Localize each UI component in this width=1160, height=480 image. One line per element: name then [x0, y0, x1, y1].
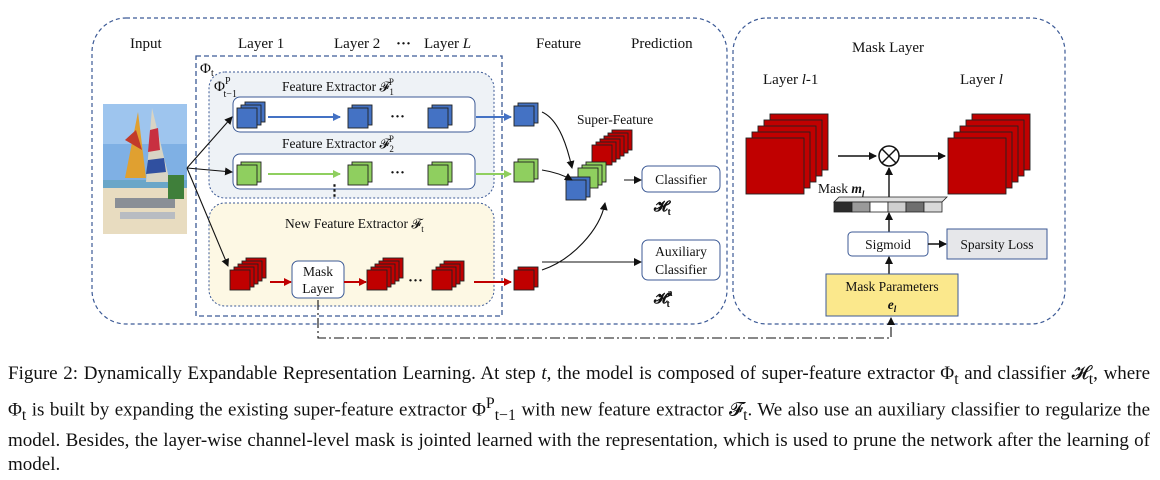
extractor1-map-layerL [427, 104, 453, 129]
feature-map [513, 161, 535, 183]
new-extractor-panel [208, 202, 495, 307]
figure-diagram: Input Layer 1 Layer 2 ··· Layer L Featur… [91, 17, 1066, 339]
feature-output-green [513, 158, 539, 183]
mask-cell [887, 201, 907, 213]
mask-cell [833, 201, 853, 213]
new-extractor-map-layerL [431, 260, 465, 291]
new-extractor-map-layer1 [229, 257, 267, 291]
sigmoid-label: Sigmoid [865, 237, 911, 252]
header-layer1: Layer 1 [238, 36, 284, 52]
super-arrow-red [541, 202, 608, 271]
mask-cell [851, 201, 871, 213]
aux-classifier-box [641, 239, 721, 281]
input-arrow-1 [186, 116, 233, 169]
mask-cell [869, 201, 889, 213]
classifier-symbol: 𝓗t [653, 199, 672, 218]
feature-map [513, 269, 535, 291]
aux-classifier-line2: Classifier [655, 262, 707, 277]
super-feature-stack [565, 129, 633, 201]
multiply-icon [878, 145, 900, 167]
phi-t-label: Φt [200, 61, 214, 79]
feature-map [565, 179, 587, 201]
super-arrow-blue [541, 111, 575, 169]
mask-vector-top [833, 196, 948, 203]
header-layerL: Layer L [424, 36, 471, 52]
feature-map [229, 269, 251, 291]
new-dots: ··· [408, 273, 423, 289]
input-image [103, 104, 187, 234]
header-input: Input [130, 36, 162, 52]
feature-output-red [513, 266, 539, 291]
feature-map [366, 269, 388, 291]
mask-params-line1: Mask Parameters [845, 279, 938, 294]
mask-input-feature-maps [745, 113, 829, 195]
new-extractor-map-layer2 [366, 257, 404, 291]
feature-map [347, 107, 369, 129]
mask-panel [732, 17, 1066, 325]
mask-panel-title: Mask Layer [852, 40, 924, 56]
header-dots: ··· [396, 36, 411, 52]
feature-map [236, 107, 258, 129]
extractor2-map-layerL [427, 161, 453, 186]
mask-layer-box [291, 260, 345, 299]
feature-map [427, 107, 449, 129]
mask-cell [923, 201, 943, 213]
mask-link-line [317, 300, 895, 339]
phi-t-box [195, 55, 503, 317]
extractor2-map-layer1 [236, 161, 262, 186]
input-arrow-2 [186, 167, 233, 176]
feature-output-blue [513, 102, 539, 127]
header-layer2: Layer 2 [334, 36, 380, 52]
extractor2-map-layer2 [347, 161, 373, 186]
new-extractor-label: New Feature Extractor 𝓕t [285, 216, 424, 234]
extractor1-map-layer2 [347, 104, 373, 129]
input-arrow-3 [186, 167, 229, 267]
extractor1-dots: ··· [390, 109, 405, 125]
mask-layer-line2: Layer [302, 281, 334, 296]
extractor2-dots: ··· [390, 165, 405, 181]
classifier-label: Classifier [655, 172, 707, 187]
extractor2-label: Feature Extractor 𝓕2P [282, 134, 394, 154]
mask-layer-prev: Layer l-1 [763, 72, 818, 88]
mask-cell [905, 201, 925, 213]
feature-map [513, 105, 535, 127]
feature-map [745, 137, 805, 195]
header-prediction: Prediction [631, 36, 693, 52]
mask-vector-label: Mask ml [818, 181, 865, 199]
feature-map [347, 164, 369, 186]
mask-vector [833, 196, 948, 213]
mask-output-feature-maps [947, 113, 1031, 195]
feature-map [947, 137, 1007, 195]
feature-map [427, 164, 449, 186]
classifier-box [641, 165, 721, 193]
feature-map [236, 164, 258, 186]
header-feature: Feature [536, 36, 581, 52]
mask-params-line2: el [888, 297, 897, 314]
extractor1-label: Feature Extractor 𝓕1P [282, 77, 394, 97]
sparsity-loss-box [946, 228, 1048, 260]
mask-layer-line1: Mask [303, 264, 333, 279]
figure-caption: Figure 2: Dynamically Expandable Represe… [8, 363, 1151, 476]
main-panel [91, 17, 728, 325]
feature-map [431, 269, 453, 291]
aux-classifier-line1: Auxiliary [655, 244, 707, 259]
super-arrow-green [541, 169, 573, 181]
sparsity-loss-label: Sparsity Loss [960, 237, 1033, 252]
mask-params-box [825, 273, 959, 317]
super-feature-label: Super-Feature [577, 112, 653, 127]
vertical-dots: ⋮ [327, 183, 342, 199]
extractor1-map-layer1 [236, 101, 266, 129]
mask-layer-cur: Layer l [960, 72, 1003, 88]
